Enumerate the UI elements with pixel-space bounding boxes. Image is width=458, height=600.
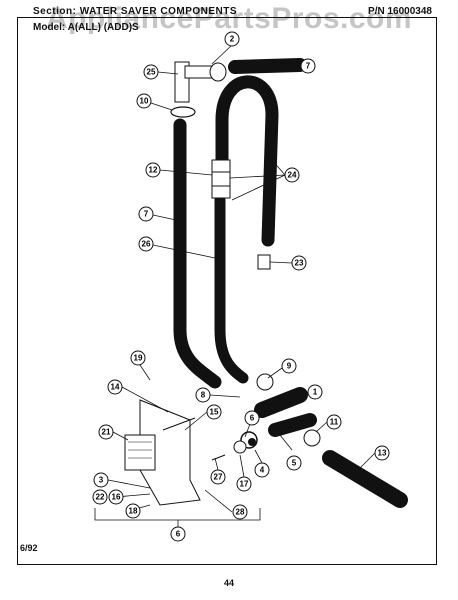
tee-fitting [170, 61, 227, 118]
svg-text:17: 17 [240, 480, 249, 489]
callout-15: 15 [206, 404, 222, 420]
page-number: 44 [223, 578, 234, 588]
callout-1: 1 [307, 384, 323, 400]
svg-text:15: 15 [210, 408, 219, 417]
svg-text:25: 25 [147, 68, 156, 77]
callout-24: 24 [284, 167, 300, 183]
svg-text:7: 7 [144, 210, 149, 219]
svg-text:12: 12 [149, 166, 158, 175]
svg-text:19: 19 [134, 354, 143, 363]
callout-5: 5 [286, 455, 302, 471]
callout-8: 8 [195, 387, 211, 403]
svg-text:10: 10 [140, 97, 149, 106]
callout-3: 3 [93, 472, 109, 488]
svg-text:6: 6 [250, 414, 255, 423]
svg-text:26: 26 [142, 240, 151, 249]
svg-text:1: 1 [313, 388, 318, 397]
callout-26: 26 [138, 236, 154, 252]
svg-text:2: 2 [230, 35, 235, 44]
callout-6-mid: 6 [244, 410, 260, 426]
top-hose [228, 58, 307, 74]
callout-7-left: 7 [138, 206, 154, 222]
svg-text:11: 11 [330, 418, 339, 427]
svg-text:9: 9 [287, 362, 292, 371]
callout-12: 12 [145, 162, 161, 178]
inverted-u-hose [215, 75, 279, 247]
callout-6-bottom: 6 [170, 526, 186, 542]
callout-16: 16 [108, 489, 124, 505]
callout-19: 19 [130, 350, 146, 366]
svg-text:6: 6 [176, 530, 181, 539]
plug [257, 254, 271, 270]
svg-text:5: 5 [292, 459, 297, 468]
callout-17: 17 [236, 476, 252, 492]
callout-18: 18 [125, 503, 141, 519]
svg-text:16: 16 [112, 493, 121, 502]
coupling [211, 159, 231, 199]
svg-text:23: 23 [295, 259, 304, 268]
svg-text:3: 3 [99, 476, 104, 485]
svg-text:28: 28 [236, 508, 245, 517]
callout-25: 25 [143, 64, 159, 80]
svg-text:7: 7 [306, 62, 311, 71]
svg-text:14: 14 [111, 383, 120, 392]
drain-hose [322, 450, 408, 508]
center-hose [214, 194, 249, 384]
callout-28: 28 [232, 504, 248, 520]
watermark: AppliancePartsPros.com [45, 2, 413, 35]
callout-27: 27 [210, 469, 226, 485]
svg-text:13: 13 [378, 449, 387, 458]
callout-23: 23 [291, 255, 307, 271]
svg-text:27: 27 [214, 473, 223, 482]
callout-13: 13 [374, 445, 390, 461]
revision-date: 6/92 [20, 543, 38, 553]
callout-9-top: 9 [281, 358, 297, 374]
callout-11: 11 [326, 414, 342, 430]
callout-7-top: 7 [300, 58, 316, 74]
section-title: Section: WATER SAVER COMPONENTS [33, 6, 238, 17]
model-line: Model: A(ALL) (ADD)S [33, 22, 139, 33]
callout-4: 4 [254, 462, 270, 478]
callout-2: 2 [224, 31, 240, 47]
callout-22: 22 [92, 489, 108, 505]
svg-text:8: 8 [201, 391, 206, 400]
callout-21: 21 [98, 424, 114, 440]
svg-text:21: 21 [102, 428, 111, 437]
svg-text:18: 18 [129, 507, 138, 516]
diagram-frame [17, 17, 437, 565]
mounting-bracket [124, 399, 247, 506]
svg-text:4: 4 [260, 466, 265, 475]
part-number: P/N 16000348 [368, 6, 432, 17]
svg-text:22: 22 [96, 493, 105, 502]
leader-lines [107, 44, 376, 513]
svg-text:24: 24 [288, 171, 297, 180]
callout-14: 14 [107, 379, 123, 395]
left-long-hose [173, 118, 222, 389]
callout-10: 10 [136, 93, 152, 109]
